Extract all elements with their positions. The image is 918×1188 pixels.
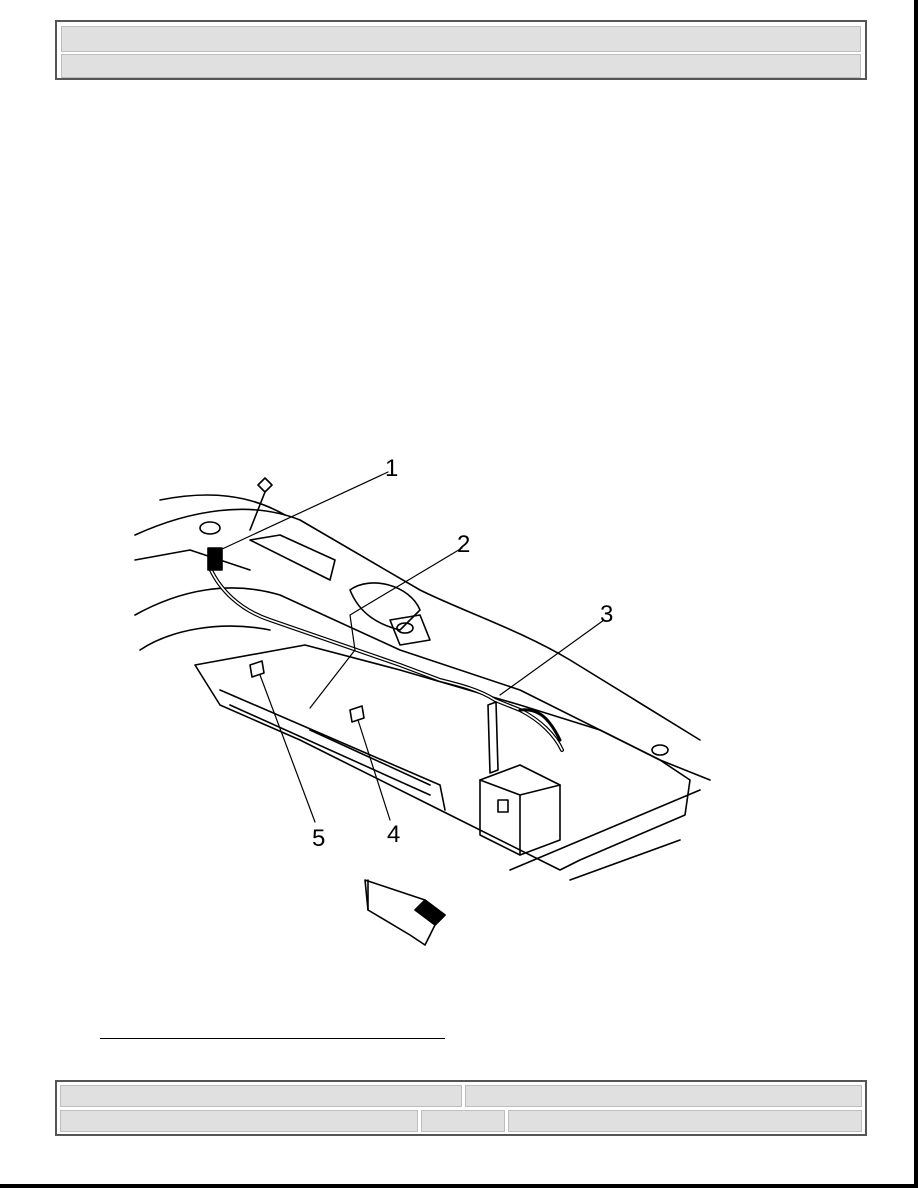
footer-table: [55, 1080, 867, 1136]
header-table: [55, 20, 867, 80]
illustration-svg: 1 2 3 4 5: [134, 455, 711, 946]
footer-cell: [60, 1085, 462, 1107]
callout-3: 3: [600, 601, 613, 628]
footer-row-1: [60, 1085, 862, 1107]
footer-row-2: [60, 1110, 862, 1132]
fuel-line-illustration: 1 2 3 4 5: [100, 440, 740, 960]
footer-cell: [465, 1085, 862, 1107]
callout-1: 1: [385, 455, 398, 482]
footer-cell: [60, 1110, 418, 1132]
callout-4: 4: [387, 821, 400, 848]
footer-cell: [508, 1110, 862, 1132]
header-row-title: [61, 26, 861, 52]
separator-line: [100, 1038, 445, 1039]
footer-cell: [421, 1110, 505, 1132]
callout-2: 2: [457, 531, 470, 558]
header-row-subtitle: [61, 54, 861, 78]
callout-5: 5: [312, 825, 325, 852]
